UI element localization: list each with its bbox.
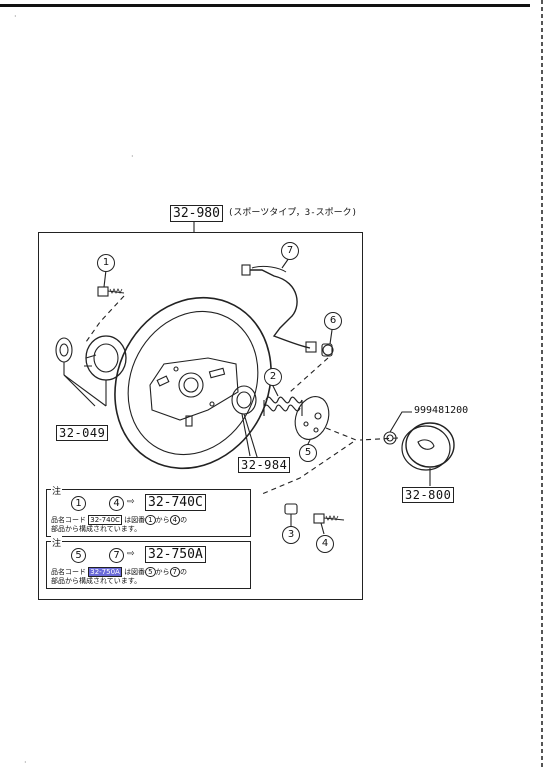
label-spacer: 32-984 (238, 457, 291, 473)
label-horn-nut: 999481200 (414, 405, 469, 416)
scan-mark: · (14, 12, 17, 21)
callout-2: 2 (264, 368, 282, 386)
page-edge (541, 0, 543, 768)
scan-mark: · (24, 758, 27, 767)
note-2-arrow: ⇨ (127, 549, 135, 559)
horn-pad (405, 422, 455, 468)
note-2-tag: 注 (51, 536, 63, 549)
wheel-rim-outer (114, 296, 272, 470)
scan-mark: · (131, 152, 134, 161)
assembly-description: (スポーツタイプ，3-スポーク) (228, 208, 358, 218)
label-horn-pad: 32-800 (402, 487, 455, 503)
nut-6 (322, 344, 334, 356)
spoke-slot (156, 375, 170, 387)
note-2-to: 7 (109, 548, 124, 563)
harness-wire (250, 269, 311, 349)
assembly-part-number: 32-980 (170, 205, 223, 222)
note-1-arrow: ⇨ (127, 497, 135, 507)
note-1-tag: 注 (51, 484, 63, 497)
label-boss-kit: 32-049 (56, 425, 109, 441)
spring (265, 396, 303, 404)
note-1-code: 32-740C (145, 494, 206, 511)
hub-center-hole (178, 372, 204, 398)
horn-pad-emblem (417, 439, 435, 450)
note-2-code: 32-750A (145, 546, 206, 563)
wheel-rim-inner (127, 310, 259, 456)
top-rule (0, 4, 530, 7)
note-2-line2: 部品から構成されています。 (51, 577, 142, 585)
note-1-from: 1 (71, 496, 86, 511)
callout-3: 3 (282, 526, 300, 544)
callout-7: 7 (281, 242, 299, 260)
note-1-line2: 部品から構成されています。 (51, 525, 142, 533)
spoke-slot (208, 367, 226, 379)
spoke-slot (185, 415, 193, 427)
callout-1: 1 (97, 254, 115, 272)
note-1-to: 4 (109, 496, 124, 511)
assembly-frame (38, 232, 363, 600)
contact-plate (294, 396, 330, 440)
callout-4: 4 (316, 535, 334, 553)
bolt-1-shaft (107, 290, 125, 294)
callout-6: 6 (324, 312, 342, 330)
wheel-hub (149, 357, 239, 421)
note-2-from: 5 (71, 548, 86, 563)
callout-5: 5 (299, 444, 317, 462)
harness-terminal (305, 341, 317, 353)
